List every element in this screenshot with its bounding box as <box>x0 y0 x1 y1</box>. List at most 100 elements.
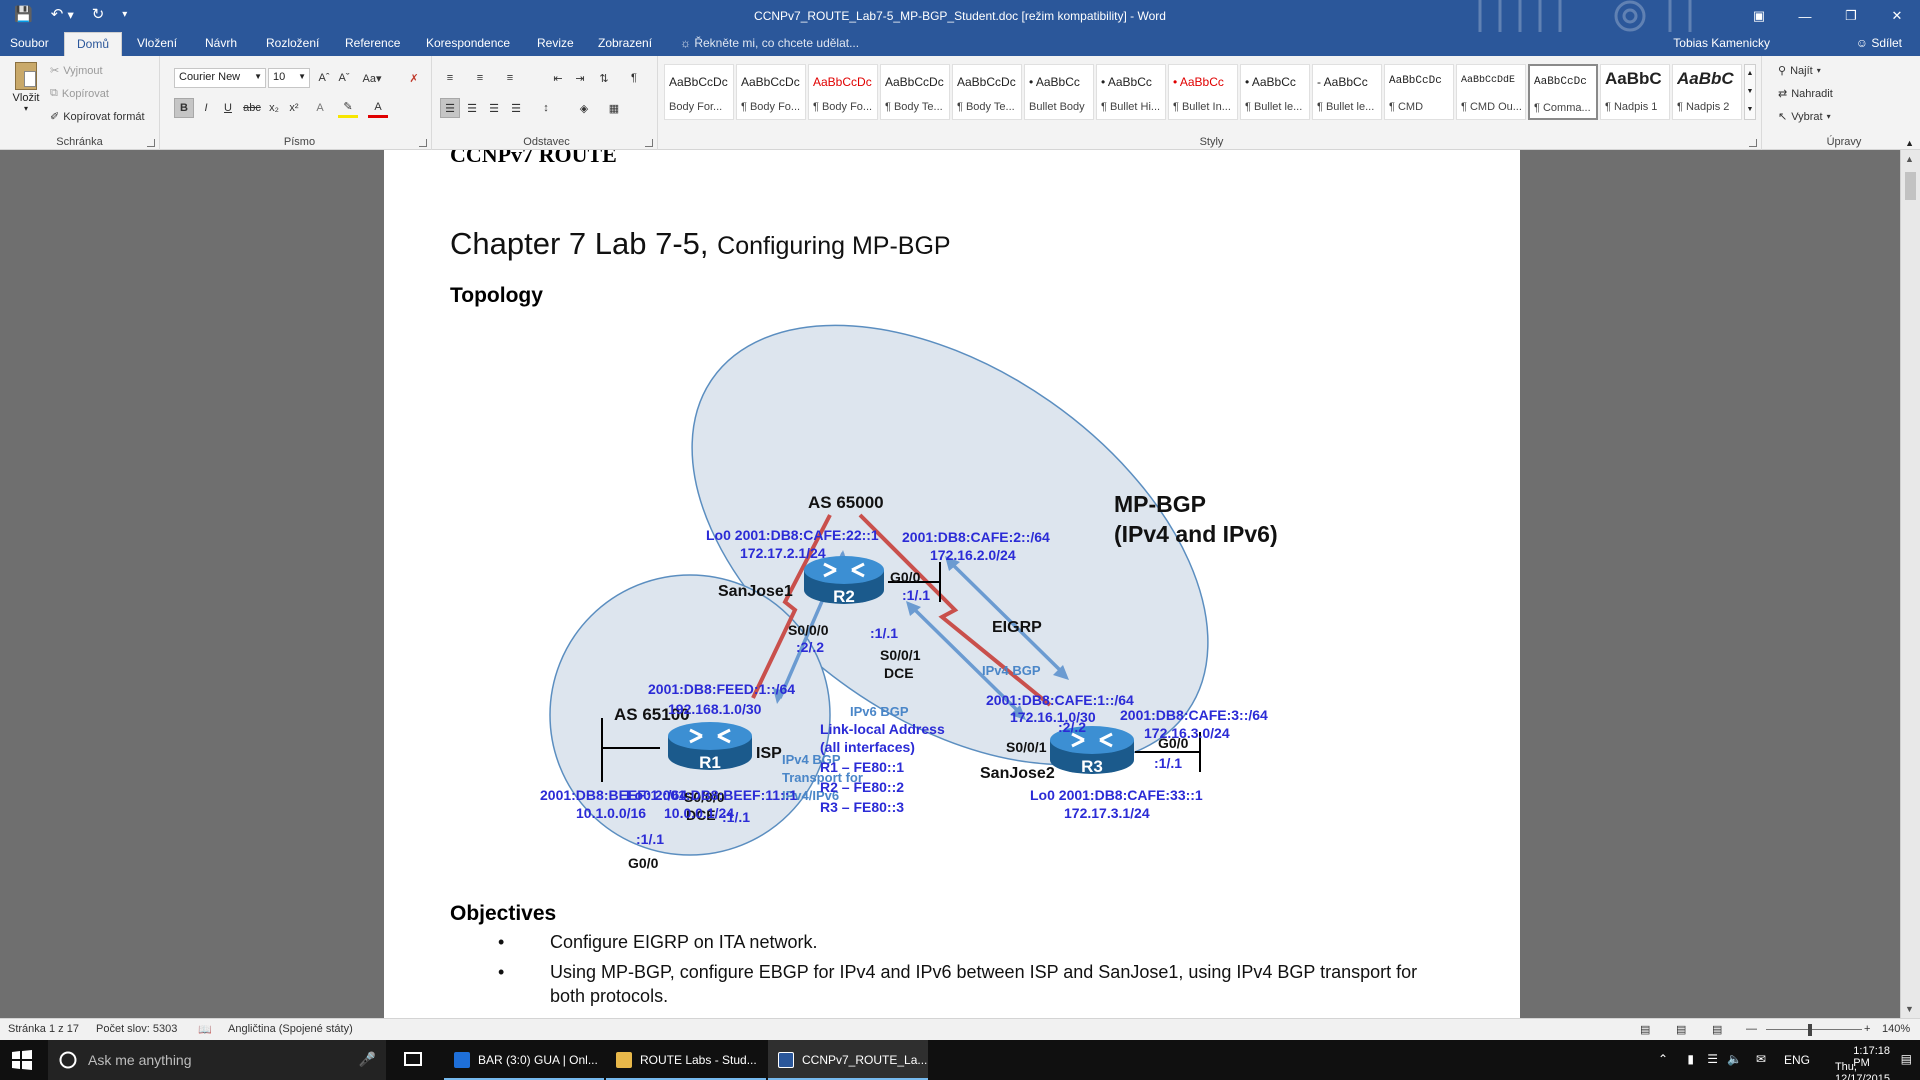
change-case-icon[interactable]: Aa▾ <box>362 72 382 85</box>
wifi-icon[interactable]: ☰ <box>1707 1052 1718 1066</box>
style-tile[interactable]: AaBbCcDc¶ Body Fo... <box>808 64 878 120</box>
tab-layout[interactable]: Rozložení <box>266 36 320 50</box>
style-tile[interactable]: AaBbCcDdE¶ CMD Ou... <box>1456 64 1526 120</box>
paste-button[interactable]: Vložit ▾ <box>8 62 44 113</box>
style-tile[interactable]: AaBbCcDc¶ Body Te... <box>880 64 950 120</box>
align-left-icon[interactable]: ☰ <box>440 98 460 118</box>
notifications-icon[interactable]: ▤ <box>1900 1052 1912 1066</box>
language-status[interactable]: Angličtina (Spojené státy) <box>228 1023 353 1035</box>
minimize-button[interactable]: — <box>1798 8 1812 24</box>
redo-icon[interactable]: ↻ <box>91 6 105 23</box>
replace-button[interactable]: ⇄Nahradit <box>1778 87 1833 101</box>
restore-button[interactable]: ❐ <box>1845 8 1857 23</box>
numbering-icon[interactable]: ≡ <box>476 72 484 84</box>
close-button[interactable]: ✕ <box>1891 8 1903 23</box>
sort-icon[interactable]: ⇅ <box>599 72 609 85</box>
zoom-in-icon[interactable]: + <box>1864 1023 1871 1035</box>
customize-qat-icon[interactable]: ▾ <box>122 8 128 20</box>
text-effects-icon[interactable]: A <box>316 102 324 114</box>
clear-formatting-icon[interactable]: ✗ <box>409 72 419 85</box>
strikethrough-button[interactable]: abc <box>243 102 261 114</box>
read-mode-icon[interactable]: ▤ <box>1640 1024 1651 1036</box>
tab-references[interactable]: Reference <box>345 36 401 50</box>
tell-me-box[interactable]: ☼ Řekněte mi, co chcete udělat... <box>680 36 859 50</box>
align-center-icon[interactable]: ☰ <box>467 102 477 115</box>
vertical-scrollbar[interactable]: ▲ ▼ <box>1900 150 1920 1018</box>
line-spacing-icon[interactable]: ↕ <box>543 102 549 114</box>
style-tile[interactable]: AaBbC¶ Nadpis 1 <box>1600 64 1670 120</box>
web-layout-icon[interactable]: ▤ <box>1712 1024 1723 1036</box>
task-view-icon[interactable] <box>404 1052 422 1066</box>
windows-start-icon[interactable] <box>8 1048 36 1072</box>
bold-button[interactable]: B <box>174 98 194 118</box>
clock-time[interactable]: 1:17:18 PM <box>1853 1045 1890 1069</box>
font-launcher-icon[interactable] <box>419 139 427 147</box>
shading-icon[interactable]: ◈ <box>579 102 589 115</box>
select-button[interactable]: ↖Vybrat▾ <box>1778 110 1831 124</box>
document-page[interactable]: CCNPv7 ROUTE Chapter 7 Lab 7-5, Configur… <box>384 150 1520 1018</box>
font-size-combo[interactable]: 10▼ <box>268 68 310 88</box>
taskbar-app-word[interactable]: CCNPv7_ROUTE_La... <box>768 1040 928 1080</box>
battery-icon[interactable]: ▮ <box>1687 1052 1694 1066</box>
save-icon[interactable]: 💾 <box>14 6 33 23</box>
pilcrow-icon[interactable]: ¶ <box>631 72 637 84</box>
increase-indent-icon[interactable]: ⇥ <box>575 72 585 85</box>
zoom-level[interactable]: 140% <box>1882 1023 1911 1035</box>
justify-icon[interactable]: ☰ <box>511 102 521 115</box>
zoom-slider[interactable] <box>1766 1029 1862 1030</box>
font-color-icon[interactable]: A <box>368 98 388 118</box>
style-tile[interactable]: - AaBbCc¶ Bullet le... <box>1312 64 1382 120</box>
scroll-down-icon[interactable]: ▼ <box>1905 1004 1914 1014</box>
format-painter-button[interactable]: ✐Kopírovat formát <box>50 110 145 124</box>
zoom-slider-thumb[interactable] <box>1808 1024 1812 1036</box>
shrink-font-icon[interactable]: Aˇ <box>338 72 350 84</box>
decrease-indent-icon[interactable]: ⇤ <box>553 72 563 85</box>
style-tile[interactable]: AaBbCcDc¶ Body Te... <box>952 64 1022 120</box>
borders-icon[interactable]: ▦ <box>608 102 620 115</box>
word-count[interactable]: Počet slov: 5303 <box>96 1023 178 1035</box>
print-layout-icon[interactable]: ▤ <box>1676 1024 1687 1036</box>
underline-button[interactable]: U <box>224 102 232 114</box>
style-tile[interactable]: AaBbC¶ Nadpis 2 <box>1672 64 1742 120</box>
tab-home[interactable]: Domů <box>64 32 123 56</box>
highlight-icon[interactable]: ✎ <box>338 98 358 118</box>
router-r2[interactable]: R2 <box>804 556 884 606</box>
taskbar-search[interactable]: Ask me anything 🎤 <box>48 1040 386 1080</box>
share-button[interactable]: ☺ Sdílet <box>1856 36 1902 50</box>
scroll-up-icon[interactable]: ▲ <box>1905 154 1914 164</box>
user-name[interactable]: Tobias Kamenicky <box>1673 36 1770 50</box>
style-tile[interactable]: AaBbCcDc¶ CMD <box>1384 64 1454 120</box>
microphone-icon[interactable]: 🎤 <box>358 1051 376 1067</box>
clock-date[interactable]: Thu, 12/17/2015 <box>1834 1061 1891 1080</box>
tab-view[interactable]: Zobrazení <box>598 36 653 50</box>
volume-icon[interactable]: 🔈 <box>1727 1052 1742 1066</box>
style-tile[interactable]: AaBbCcDc¶ Body Fo... <box>736 64 806 120</box>
align-right-icon[interactable]: ☰ <box>489 102 499 115</box>
font-name-combo[interactable]: Courier New▼ <box>174 68 266 88</box>
tab-review[interactable]: Revize <box>537 36 574 50</box>
bullets-icon[interactable]: ≡ <box>446 72 454 84</box>
taskbar-app-browser[interactable]: BAR (3:0) GUA | Onl... <box>444 1040 604 1080</box>
tab-insert[interactable]: Vložení <box>137 36 178 50</box>
paragraph-launcher-icon[interactable] <box>645 139 653 147</box>
clipboard-launcher-icon[interactable] <box>147 139 155 147</box>
multilevel-list-icon[interactable]: ≡ <box>506 72 514 84</box>
input-language[interactable]: ENG <box>1783 1053 1810 1067</box>
tray-overflow-icon[interactable]: ⌃ <box>1657 1052 1668 1066</box>
undo-icon[interactable]: ↶ ▾ <box>50 6 74 23</box>
style-tile[interactable]: • AaBbCc¶ Bullet Hi... <box>1096 64 1166 120</box>
style-tile[interactable]: • AaBbCc¶ Bullet In... <box>1168 64 1238 120</box>
router-r1[interactable]: R1 <box>668 722 752 772</box>
superscript-button[interactable]: x² <box>289 102 299 114</box>
tab-design[interactable]: Návrh <box>205 36 238 50</box>
copy-button[interactable]: ⧉Kopírovat <box>50 87 109 100</box>
proofing-icon[interactable]: 📖 <box>198 1024 212 1036</box>
collapse-ribbon-icon[interactable]: ▲ <box>1905 138 1914 148</box>
cut-button[interactable]: ✂Vyjmout <box>50 64 103 78</box>
zoom-out-icon[interactable]: — <box>1746 1023 1757 1035</box>
style-tile[interactable]: • AaBbCc¶ Bullet le... <box>1240 64 1310 120</box>
router-r3[interactable]: R3 <box>1050 726 1134 776</box>
find-button[interactable]: ⚲Najít▾ <box>1778 64 1821 78</box>
tab-file[interactable]: Soubor <box>10 36 49 50</box>
